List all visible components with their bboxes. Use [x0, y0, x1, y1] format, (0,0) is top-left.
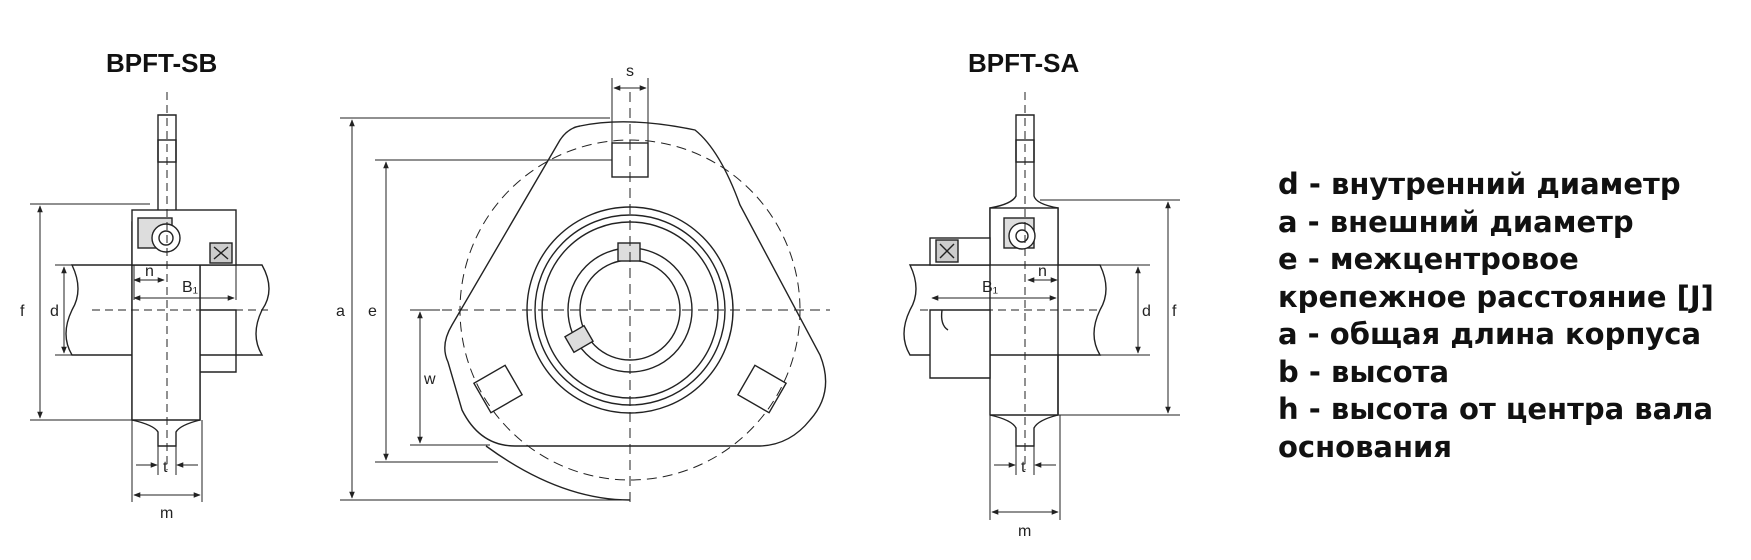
legend-item: e - межцентровое — [1278, 242, 1579, 276]
legend-item: a - общая длина корпуса — [1278, 317, 1702, 351]
legend-item: b - высота — [1278, 354, 1450, 389]
mounting-hole-right — [736, 364, 788, 414]
bpft-front-view — [444, 121, 827, 501]
dim-label-n-right: n — [1038, 263, 1047, 280]
set-screw-top — [617, 242, 641, 262]
legend-item: основания — [1278, 429, 1452, 464]
legend-item: крепежное расстояние [J] — [1278, 279, 1714, 314]
legend-item: d - внутренний диаметр — [1278, 167, 1681, 201]
triangular-flange — [444, 121, 827, 447]
dim-label-w: w — [423, 371, 436, 388]
dim-label-m-left: m — [160, 505, 173, 522]
legend-item: a - внешний диаметр — [1278, 204, 1634, 239]
set-screw-side — [564, 324, 594, 354]
dim-label-d-left: d — [50, 303, 59, 320]
dim-label-b1-right: B₁ — [982, 279, 998, 296]
dim-label-t-right: t — [1021, 459, 1026, 476]
dim-label-e: e — [368, 303, 377, 320]
dim-label-s: s — [626, 63, 634, 80]
dim-label-n-left: n — [145, 263, 154, 280]
dim-label-b1-left: B₁ — [182, 279, 198, 296]
dim-label-f-right: f — [1172, 303, 1177, 320]
bpft-sa-side-view — [903, 114, 1107, 447]
dim-label-a: a — [336, 303, 345, 320]
dim-label-f-left: f — [20, 303, 25, 320]
dim-label-t-left: t — [163, 459, 168, 476]
dim-label-d-right: d — [1142, 303, 1151, 320]
title-bpft-sb: BPFT-SB — [106, 48, 218, 78]
dimension-legend: d - внутренний диаметр a - внешний диаме… — [1278, 166, 1748, 466]
legend-item: h - высота от центра вала — [1278, 392, 1714, 426]
bpft-sb-side-view — [65, 114, 270, 447]
dim-label-m-right: m — [1018, 523, 1031, 540]
title-bpft-sa: BPFT-SA — [968, 48, 1080, 78]
mounting-hole-left — [472, 364, 524, 414]
